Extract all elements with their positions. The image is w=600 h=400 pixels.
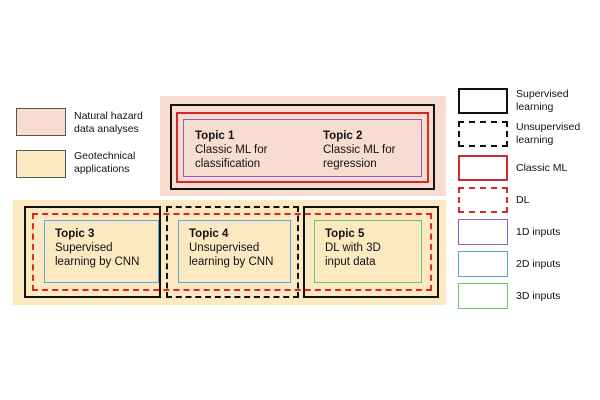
topic-2: Topic 2 Classic ML for regression [323,129,395,171]
legend-unsupervised-label: Unsupervised learning [516,121,581,146]
legend-dl-label: DL [516,194,530,206]
supervised-border-topic5 [303,206,439,298]
topic-4-title: Topic 4 [189,228,229,240]
topic-5-desc: DL with 3D input data [325,242,381,268]
legend-supervised-label: Supervised learning [516,88,569,113]
input-2d-border-topic4 [178,220,291,283]
legend-classic-ml-box [458,155,508,181]
topic-2-title: Topic 2 [323,130,363,142]
topic-1-desc: Classic ML for classification [195,144,268,170]
topic-1-title: Topic 1 [195,130,235,142]
legend-dl-box [458,187,508,213]
topic-5-title: Topic 5 [325,228,365,240]
topic-3-title: Topic 3 [55,228,95,240]
input-1d-border [183,119,422,177]
unsupervised-border-topic4 [166,206,299,298]
topic-3-desc: Supervised learning by CNN [55,242,140,268]
legend-unsupervised-box [458,121,508,147]
geotechnical-swatch [16,150,66,178]
legend-classic-ml-label: Classic ML [516,162,568,174]
legend-1d-label: 1D inputs [516,226,561,238]
legend-supervised-box [458,88,508,114]
supervised-border-top [170,104,435,190]
natural-hazard-swatch [16,108,66,136]
topic-3: Topic 3 Supervised learning by CNN [55,227,139,269]
topic-4: Topic 4 Unsupervised learning by CNN [189,227,273,269]
input-2d-border-topic3 [44,220,159,283]
topic-5: Topic 5 DL with 3D input data [325,227,381,269]
topic-1: Topic 1 Classic ML for classification [195,129,267,171]
legend-3d-box [458,283,508,309]
legend-1d-box [458,219,508,245]
dl-border [32,213,432,291]
legend-2d-box [458,251,508,277]
input-3d-border-topic5 [314,220,422,283]
topic-4-desc: Unsupervised learning by CNN [189,242,274,268]
natural-hazard-legend-label: Natural hazard data analyses [74,110,143,135]
legend-3d-label: 3D inputs [516,290,561,302]
geotechnical-region [13,200,446,305]
topic-2-desc: Classic ML for regression [323,144,396,170]
supervised-border-topic3 [24,206,161,298]
geotechnical-legend-label: Geotechnical applications [74,150,136,175]
legend-2d-label: 2D inputs [516,258,561,270]
classic-ml-border [176,112,429,183]
